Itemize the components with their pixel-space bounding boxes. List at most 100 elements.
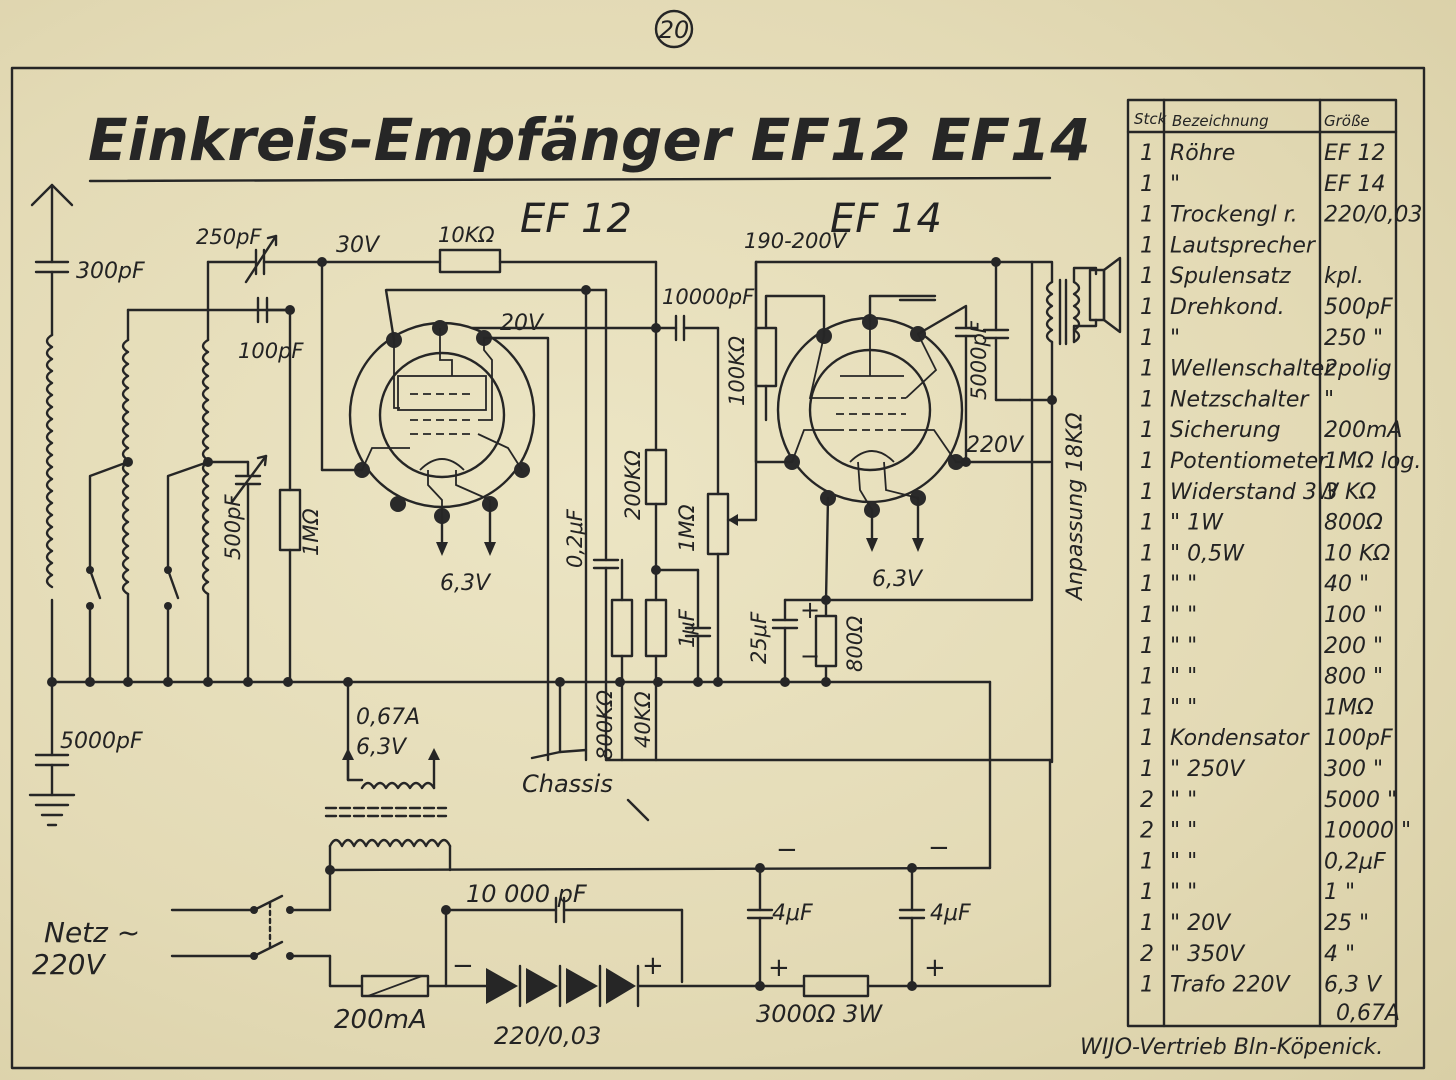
parts-row-qty: 1 (1140, 326, 1154, 351)
label-tr-a: 0,67A (356, 705, 420, 730)
label-c-100: 100pF (238, 339, 304, 363)
label-c-ant: 300pF (76, 259, 145, 284)
parts-row-name: Potentiometer (1170, 449, 1329, 474)
page-number: 20 (659, 16, 690, 44)
resistor-100k (754, 326, 778, 388)
parts-row-qty: 1 (1140, 233, 1154, 258)
parts-row-qty: 1 (1140, 387, 1154, 412)
parts-row-qty: 1 (1140, 141, 1154, 166)
filament-transformer (324, 680, 452, 912)
label-minus-c: − (928, 833, 950, 863)
parts-row-size: 2polig (1324, 357, 1392, 382)
parts-row-name: Trafo 220V (1170, 973, 1291, 998)
parts-row-size: 300 " (1324, 757, 1383, 782)
parts-row-name: " " (1170, 695, 1197, 720)
resistor-10k (438, 248, 502, 274)
parts-row-qty: 1 (1140, 357, 1154, 382)
parts-row-name: Netzschalter (1170, 387, 1310, 412)
footer-credit: WIJO-Vertrieb Bln-Köpenick. (1080, 1035, 1383, 1060)
label-fil-1: 6,3V (440, 571, 492, 596)
label-c-1u: 1μF (675, 608, 699, 648)
resistor-200k (644, 448, 668, 506)
label-v-20: 20V (500, 311, 545, 336)
parts-row-name: " 20V (1170, 911, 1232, 936)
parts-row-qty: 1 (1140, 849, 1154, 874)
parts-row-name: " " (1170, 849, 1197, 874)
parts-row-name: " 0,5W (1170, 541, 1245, 566)
parts-row-name: " " (1170, 788, 1197, 813)
resistor-800k (610, 598, 634, 658)
label-c-4u-b: 4μF (930, 901, 971, 926)
parts-row-name: Röhre (1170, 141, 1235, 166)
parts-row-name: " (1170, 326, 1180, 351)
parts-row-name: " " (1170, 634, 1197, 659)
parts-row-qty: 1 (1140, 634, 1154, 659)
label-fuse: 200mA (334, 1005, 427, 1035)
parts-row-size: EF 14 (1324, 172, 1386, 197)
parts-row-name: Spulensatz (1170, 264, 1291, 289)
parts-row-qty: 1 (1140, 973, 1154, 998)
parts-row-qty: 1 (1140, 911, 1154, 936)
parts-row-qty: 1 (1140, 880, 1154, 905)
parts-last-extra: 0,67A (1336, 1001, 1400, 1026)
diagram-title: Einkreis-Empfänger EF12 EF14 (88, 106, 1091, 174)
parts-row-qty: 1 (1140, 695, 1154, 720)
parts-row-size: 4 " (1324, 942, 1355, 967)
label-c-4u-a: 4μF (772, 901, 813, 926)
parts-header-qty: Stck (1134, 110, 1168, 128)
parts-row-qty: 1 (1140, 603, 1154, 628)
parts-row-name: " 250V (1170, 757, 1246, 782)
parts-row-size: EF 12 (1324, 141, 1386, 166)
parts-row-name: Lautsprecher (1170, 233, 1317, 258)
parts-row-size: 1 " (1324, 880, 1355, 905)
parts-row-size: 500pF (1324, 295, 1393, 320)
label-fil-2: 6,3V (872, 567, 924, 592)
label-plus-b: + (768, 953, 790, 983)
parts-list-frame (1126, 98, 1398, 1028)
label-mains-1: Netz ~ (44, 916, 140, 949)
label-r-200k: 200KΩ (621, 450, 645, 520)
parts-row-name: Wellenschalter (1170, 357, 1335, 382)
resistor-40k (644, 598, 668, 658)
parts-row-qty: 1 (1140, 511, 1154, 536)
parts-row-size: 200mA (1324, 418, 1402, 443)
label-plus-a: + (642, 951, 664, 981)
parts-row-qty: 1 (1140, 295, 1154, 320)
parts-row-size: 1MΩ (1324, 695, 1374, 720)
label-r-40k: 40KΩ (631, 691, 655, 748)
parts-row-name: Kondensator (1170, 726, 1311, 751)
parts-row-qty: 1 (1140, 449, 1154, 474)
label-pot-1m: 1MΩ (675, 504, 699, 552)
parts-row-name: " " (1170, 572, 1197, 597)
label-adapt: Anpassung 18KΩ (1063, 412, 1088, 602)
label-c-10000: 10000pF (662, 285, 755, 309)
label-tr-v: 6,3V (356, 735, 408, 760)
parts-row-name: " " (1170, 880, 1197, 905)
parts-row-size: 100 " (1324, 603, 1383, 628)
parts-row-size: 100pF (1324, 726, 1393, 751)
parts-row-size: 10 KΩ (1324, 541, 1390, 566)
label-mains-2: 220V (32, 948, 106, 981)
parts-row-size: 40 " (1324, 572, 1369, 597)
parts-row-name: Trockengl r. (1170, 203, 1298, 228)
selenium-rectifier (444, 964, 762, 1008)
parts-row-qty: 1 (1140, 572, 1154, 597)
parts-row-size: 200 " (1324, 634, 1383, 659)
parts-header-size: Größe (1324, 112, 1370, 130)
label-r-800: 800Ω (843, 616, 867, 672)
capacitor-500pf (206, 454, 268, 684)
capacitor-250pf (206, 234, 324, 284)
label-plus-25: + (800, 596, 820, 624)
parts-row-size: 800 " (1324, 665, 1383, 690)
parts-row-size: 250 " (1324, 326, 1383, 351)
parts-row-qty: 1 (1140, 480, 1154, 505)
parts-row-size: " (1324, 387, 1334, 412)
parts-row-size: 220/0,03 (1324, 203, 1422, 228)
page-number-circle (654, 9, 694, 49)
parts-row-name: " " (1170, 603, 1197, 628)
speaker-icon (1102, 256, 1122, 334)
coil-set-1 (86, 308, 133, 684)
parts-row-size: 0,2μF (1324, 849, 1386, 874)
parts-row-qty: 2 (1140, 942, 1154, 967)
